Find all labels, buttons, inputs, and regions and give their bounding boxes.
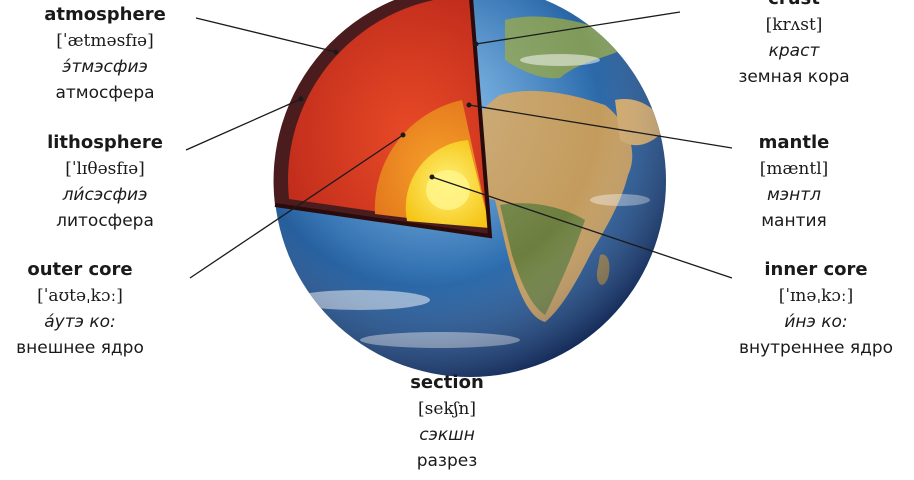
term-section: section (410, 372, 484, 393)
translit-lithosphere: ли́сэсфиэ (62, 185, 148, 205)
inner-core-glow (426, 170, 470, 210)
label-inner-core: inner core [ˈɪnəˌkɔː] и́нэ ко: внутренне… (716, 257, 914, 361)
ipa-outer-core: [ˈaʊtəˌkɔː] (37, 286, 123, 306)
term-mantle: mantle (758, 132, 830, 153)
ipa-atmosphere: [ˈætməsfɪə] (56, 31, 154, 51)
leader-line-inner-core (431, 176, 733, 279)
label-crust: crust [krʌst] краст земная кора (694, 0, 894, 90)
translit-inner-core: и́нэ ко: (784, 312, 848, 332)
leader-line-atmosphere (195, 17, 337, 53)
pointer-outer-core (400, 132, 406, 138)
translit-section: сэкшн (419, 425, 475, 445)
ru-atmosphere: атмосфера (55, 83, 155, 103)
section-edge (274, 0, 493, 239)
ru-section: разрез (416, 451, 478, 471)
translit-mantle: мэнтл (766, 185, 822, 205)
ru-inner-core: внутреннее ядро (738, 338, 894, 358)
translit-outer-core: а́утэ ко: (44, 312, 116, 332)
pointer-atmosphere (333, 49, 339, 55)
term-atmosphere: atmosphere (44, 4, 166, 25)
ru-lithosphere: литосфера (56, 211, 154, 231)
leader-line-crust (475, 11, 681, 45)
translit-atmosphere: э́тмэсфиэ (62, 57, 148, 77)
label-lithosphere: lithosphere [ˈlɪθəsfɪə] ли́сэсфиэ литосф… (5, 130, 205, 234)
term-crust: crust (694, 0, 894, 12)
pointer-crust (473, 41, 479, 47)
term-outer-core: outer core (27, 259, 133, 280)
ru-outer-core: внешнее ядро (16, 338, 144, 358)
leader-line-lithosphere (185, 98, 302, 151)
pointer-mantle (466, 102, 472, 108)
ru-mantle: мантия (761, 211, 827, 231)
ipa-lithosphere: [ˈlɪθəsfɪə] (65, 159, 145, 179)
term-lithosphere: lithosphere (47, 132, 163, 153)
ru-crust: земная кора (738, 67, 850, 87)
pointer-lithosphere (298, 96, 304, 102)
label-atmosphere: atmosphere [ˈætməsfɪə] э́тмэсфиэ атмосфе… (5, 2, 205, 106)
label-mantle: mantle [mæntl] мэнтл мантия (694, 130, 894, 234)
label-outer-core: outer core [ˈaʊtəˌkɔː] а́утэ ко: внешнее… (0, 257, 180, 361)
ipa-mantle: [mæntl] (759, 159, 829, 179)
cutaway-section (273, 0, 493, 239)
leader-line-outer-core (189, 134, 404, 279)
label-section: section [sekʃn] сэкшн разрез (347, 370, 547, 474)
ipa-section: [sekʃn] (418, 399, 476, 419)
term-inner-core: inner core (764, 259, 868, 280)
translit-crust: краст (768, 41, 820, 61)
pointer-inner-core (429, 174, 435, 180)
leader-line-mantle (468, 104, 733, 149)
leader-lines (185, 11, 733, 279)
ipa-crust: [krʌst] (765, 15, 823, 35)
ipa-inner-core: [ˈɪnəˌkɔː] (778, 286, 854, 306)
